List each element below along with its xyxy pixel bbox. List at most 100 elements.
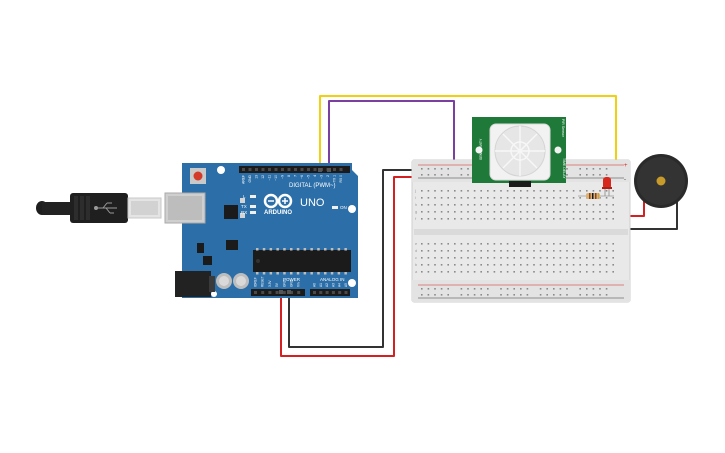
breadboard-hole[interactable] (559, 243, 562, 245)
breadboard-hole[interactable] (434, 211, 436, 213)
header-pin[interactable] (282, 291, 286, 294)
breadboard-hole[interactable] (520, 211, 522, 213)
breadboard-hole[interactable] (579, 211, 581, 213)
breadboard-hole[interactable] (539, 218, 542, 220)
breadboard-hole[interactable] (500, 250, 502, 252)
breadboard-hole[interactable] (434, 174, 436, 176)
breadboard-hole[interactable] (473, 211, 476, 213)
breadboard-hole[interactable] (506, 294, 509, 296)
breadboard-hole[interactable] (579, 250, 581, 252)
breadboard-hole[interactable] (579, 204, 581, 206)
breadboard-hole[interactable] (592, 288, 595, 290)
breadboard-hole[interactable] (599, 190, 601, 192)
breadboard-hole[interactable] (513, 243, 515, 245)
breadboard-hole[interactable] (553, 197, 555, 199)
header-pin[interactable] (290, 291, 293, 294)
breadboard-hole[interactable] (421, 294, 423, 296)
breadboard-hole[interactable] (440, 168, 443, 170)
breadboard-hole[interactable] (520, 294, 522, 296)
breadboard-hole[interactable] (605, 204, 608, 206)
breadboard-hole[interactable] (467, 264, 469, 266)
breadboard-hole[interactable] (460, 257, 463, 259)
breadboard-hole[interactable] (546, 211, 548, 213)
red-led[interactable] (602, 177, 612, 196)
breadboard-hole[interactable] (460, 271, 463, 273)
breadboard-hole[interactable] (506, 271, 509, 273)
breadboard-hole[interactable] (427, 197, 430, 199)
breadboard-hole[interactable] (592, 218, 595, 220)
resistor[interactable] (578, 193, 614, 199)
analog-header[interactable] (310, 289, 350, 296)
breadboard-hole[interactable] (533, 264, 535, 266)
breadboard-hole[interactable] (467, 250, 469, 252)
breadboard-hole[interactable] (434, 294, 436, 296)
breadboard-hole[interactable] (447, 288, 449, 290)
breadboard-hole[interactable] (480, 288, 482, 290)
breadboard-hole[interactable] (605, 211, 608, 213)
breadboard-hole[interactable] (559, 204, 562, 206)
breadboard-hole[interactable] (513, 257, 515, 259)
breadboard-hole[interactable] (592, 211, 595, 213)
breadboard-hole[interactable] (566, 197, 568, 199)
header-pin[interactable] (339, 168, 343, 171)
breadboard-hole[interactable] (533, 190, 535, 192)
breadboard-hole[interactable] (546, 204, 548, 206)
breadboard-hole[interactable] (612, 264, 614, 266)
breadboard-hole[interactable] (493, 211, 496, 213)
breadboard-hole[interactable] (506, 257, 509, 259)
breadboard-hole[interactable] (427, 257, 430, 259)
breadboard-hole[interactable] (526, 264, 529, 266)
breadboard-hole[interactable] (513, 204, 515, 206)
breadboard-hole[interactable] (546, 250, 548, 252)
breadboard-hole[interactable] (440, 294, 443, 296)
pir-sensor[interactable]: SENSITIVITY TIME DELAY PIR Sensor (472, 117, 566, 187)
breadboard-hole[interactable] (546, 271, 548, 273)
header-pin[interactable] (255, 168, 258, 171)
breadboard-hole[interactable] (612, 250, 614, 252)
breadboard-hole[interactable] (526, 197, 529, 199)
breadboard-hole[interactable] (493, 204, 496, 206)
breadboard-hole[interactable] (566, 288, 568, 290)
header-pin[interactable] (333, 168, 336, 171)
breadboard-hole[interactable] (447, 168, 449, 170)
breadboard-hole[interactable] (520, 271, 522, 273)
breadboard-hole[interactable] (566, 174, 568, 176)
breadboard-hole[interactable] (487, 271, 489, 273)
breadboard-hole[interactable] (559, 271, 562, 273)
breadboard-hole[interactable] (421, 288, 423, 290)
breadboard-hole[interactable] (460, 174, 463, 176)
breadboard-hole[interactable] (572, 204, 575, 206)
breadboard-hole[interactable] (467, 211, 469, 213)
breadboard-hole[interactable] (539, 190, 542, 192)
breadboard-hole[interactable] (421, 250, 423, 252)
breadboard-hole[interactable] (586, 257, 588, 259)
breadboard-hole[interactable] (579, 264, 581, 266)
breadboard-hole[interactable] (506, 243, 509, 245)
breadboard-hole[interactable] (434, 204, 436, 206)
breadboard-hole[interactable] (480, 271, 482, 273)
breadboard-hole[interactable] (546, 218, 548, 220)
breadboard-hole[interactable] (546, 257, 548, 259)
breadboard-hole[interactable] (467, 288, 469, 290)
breadboard-hole[interactable] (500, 294, 502, 296)
breadboard-hole[interactable] (605, 243, 608, 245)
breadboard-hole[interactable] (473, 218, 476, 220)
breadboard-hole[interactable] (487, 294, 489, 296)
breadboard-hole[interactable] (500, 197, 502, 199)
breadboard-hole[interactable] (434, 243, 436, 245)
breadboard-hole[interactable] (473, 197, 476, 199)
breadboard-hole[interactable] (592, 250, 595, 252)
breadboard-hole[interactable] (533, 250, 535, 252)
breadboard-hole[interactable] (440, 264, 443, 266)
breadboard-hole[interactable] (586, 204, 588, 206)
usb-cable[interactable] (36, 193, 162, 223)
breadboard-hole[interactable] (526, 190, 529, 192)
breadboard-hole[interactable] (566, 243, 568, 245)
breadboard-hole[interactable] (566, 294, 568, 296)
breadboard-hole[interactable] (526, 218, 529, 220)
breadboard-hole[interactable] (513, 288, 515, 290)
breadboard-hole[interactable] (599, 250, 601, 252)
breadboard-hole[interactable] (487, 243, 489, 245)
breadboard-hole[interactable] (434, 257, 436, 259)
breadboard-hole[interactable] (421, 204, 423, 206)
